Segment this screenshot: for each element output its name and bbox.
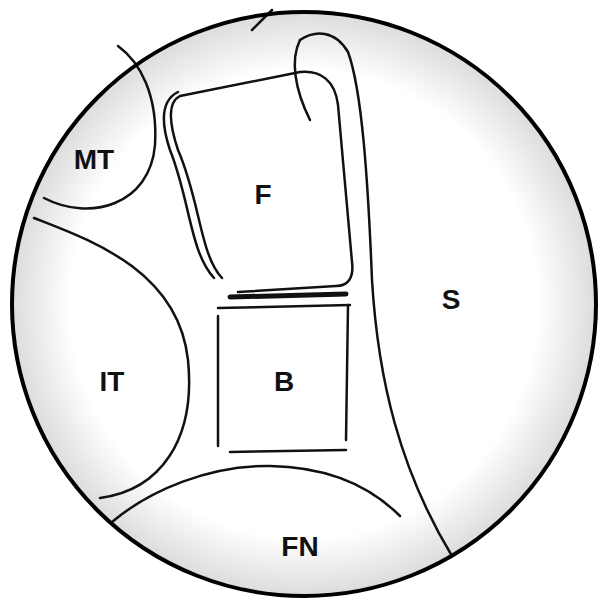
part-label: FN — [281, 533, 318, 561]
f-base-line — [230, 294, 346, 297]
septum-inner-line — [295, 40, 310, 120]
inferior-turbinate-outline — [34, 218, 189, 498]
part-label: MT — [74, 146, 114, 174]
f-outline — [171, 72, 353, 292]
septum-outline — [300, 34, 452, 556]
part-label: B — [274, 368, 294, 396]
part-label: S — [442, 286, 461, 314]
view-circle — [12, 12, 596, 596]
f-outline-inner — [164, 92, 214, 278]
part-label: IT — [100, 368, 125, 396]
b-right — [346, 305, 348, 440]
part-label: F — [254, 181, 271, 209]
b-bottom — [230, 450, 346, 452]
view-ground — [12, 12, 596, 596]
b-top — [218, 305, 350, 308]
floor-of-nose-outline — [112, 466, 400, 522]
b-left — [217, 316, 220, 446]
middle-turbinate-outline — [44, 46, 155, 208]
